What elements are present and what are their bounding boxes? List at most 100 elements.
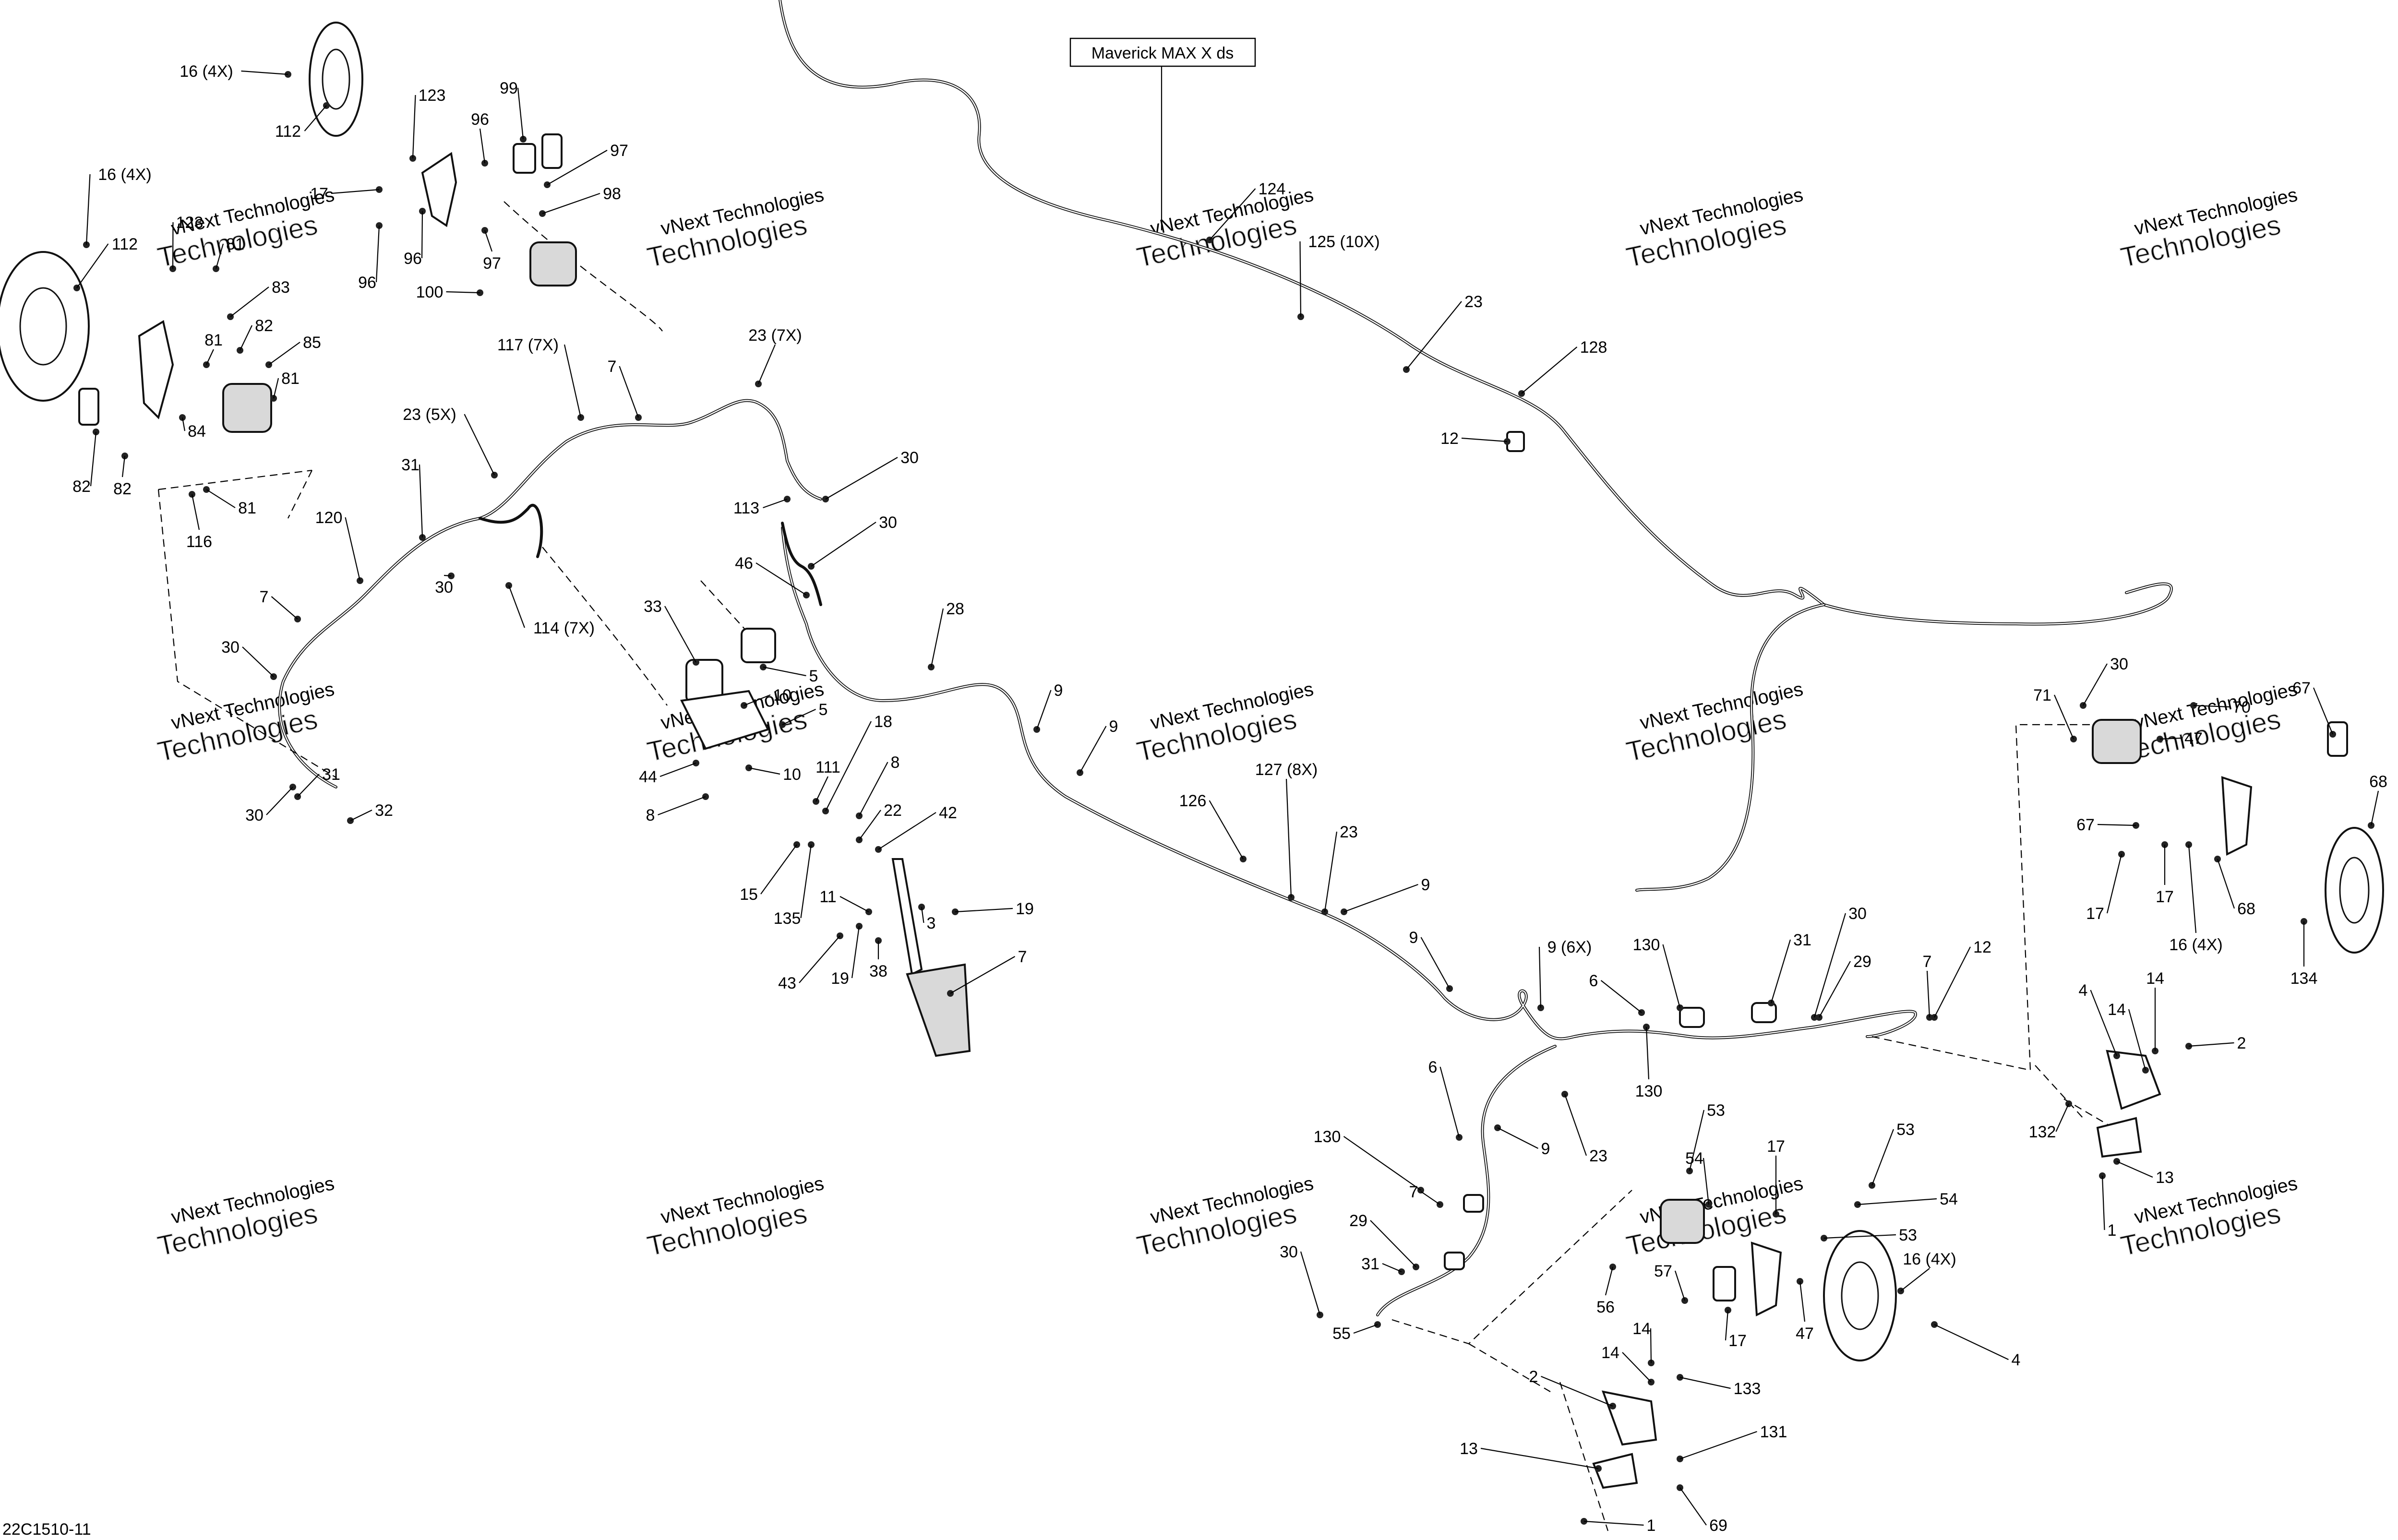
callout-label: 82 [255,317,273,335]
callout-label: 82 [72,478,91,496]
callout-label: 134 [2290,969,2318,988]
callout-label: 111 [815,758,840,776]
callout-label: 30 [2110,655,2128,673]
callout-label: 23 (7X) [748,326,802,345]
leader-line [304,105,327,131]
bracket-rear [1751,1242,1782,1317]
leader-line [1689,1110,1705,1171]
callout-label: 38 [869,962,887,980]
brake-disc-112-top [309,22,363,137]
leader-line [412,95,416,159]
callout-label: 30 [900,449,919,467]
callout-label: 4 [2079,981,2088,1000]
callout-label: 31 [1361,1255,1379,1273]
leader-line [1900,1268,1930,1291]
callout-label: 4 [2012,1351,2021,1369]
callout-label: 10 [773,686,791,704]
leader-line [1461,437,1508,442]
leader-line [76,243,109,288]
leader-line [839,896,869,912]
callout-label: 32 [375,801,393,820]
leader-line [2159,737,2182,740]
leader-line [955,907,1013,913]
leader-line [230,287,269,317]
callout-label: 7 [1409,1183,1418,1201]
callout-label: 53 [1707,1101,1725,1120]
leader-line [1823,1234,1896,1239]
callout-label: 54 [1940,1190,1958,1208]
leader-line [1343,883,1418,913]
leader-line [878,812,936,850]
callout-label: 68 [2369,773,2387,791]
callout-label: 17 [310,185,328,203]
callout-label: 3 [927,914,936,932]
leader-line [1583,1520,1644,1526]
leader-line [350,810,372,821]
leader-line [1299,241,1302,317]
callout-label: 14 [1632,1320,1651,1338]
callout-label: 81 [238,499,256,517]
leader-line [619,366,639,418]
leader-line [1420,937,1450,989]
leader-line [215,243,224,269]
callout-label: 133 [1734,1380,1761,1398]
leader-line [1420,1191,1440,1205]
caliper-85 [222,383,272,433]
callout-label: 1 [1647,1516,1656,1535]
brake-disc-47-right [2325,827,2384,954]
callout-label: 98 [603,185,621,203]
leader-line [811,522,876,567]
callout-label: 124 [1259,180,1286,198]
leader-line [1662,944,1681,1008]
main-brake-line-124 [779,0,2173,626]
callout-label: 9 [1409,929,1418,947]
callout-label: 31 [401,456,420,474]
leader-line [1934,1324,2009,1360]
callout-label: 11 [819,888,836,906]
reservoir-33 [741,628,776,663]
callout-label: 71 [2033,686,2051,704]
pad-70 [2327,721,2348,757]
leader-line [664,606,696,663]
callout-label: 44 [639,768,657,786]
callout-label: 29 [1853,953,1871,971]
callout-label: 13 [1460,1440,1478,1458]
callout-label: 123 [419,86,446,105]
callout-label: 23 [1589,1147,1607,1165]
caliper-96 [529,241,577,287]
support-134 [2106,1050,2161,1110]
leader-line [446,291,480,294]
callout-label: 12 [1440,430,1459,448]
leader-line [2101,1175,2105,1230]
callout-label: 120 [315,509,343,527]
leader-line [800,844,812,919]
callout-label: 22 [884,801,902,820]
callout-label: 130 [1633,936,1660,954]
callout-label: 16 (4X) [1903,1250,1956,1268]
leader-line [564,344,582,418]
leader-line [2116,1160,2153,1178]
callout-label: 53 [1899,1226,1917,1244]
callout-label: 29 [1349,1212,1367,1230]
callout-label: 19 [1016,900,1034,918]
leader-line [517,87,524,140]
callout-label: 83 [272,278,290,297]
callout-label: 9 [1541,1140,1550,1158]
leader-line [331,189,380,194]
callout-label: 123 [176,214,204,232]
leader-line [2055,1103,2070,1132]
leader-line [1300,1251,1321,1315]
leader-line [1622,1352,1652,1383]
leader-line [1725,1310,1729,1341]
leader-line [2188,1042,2234,1047]
callout-label: 6 [1589,972,1598,990]
callout-label: 5 [809,667,818,685]
leader-line [444,574,452,577]
